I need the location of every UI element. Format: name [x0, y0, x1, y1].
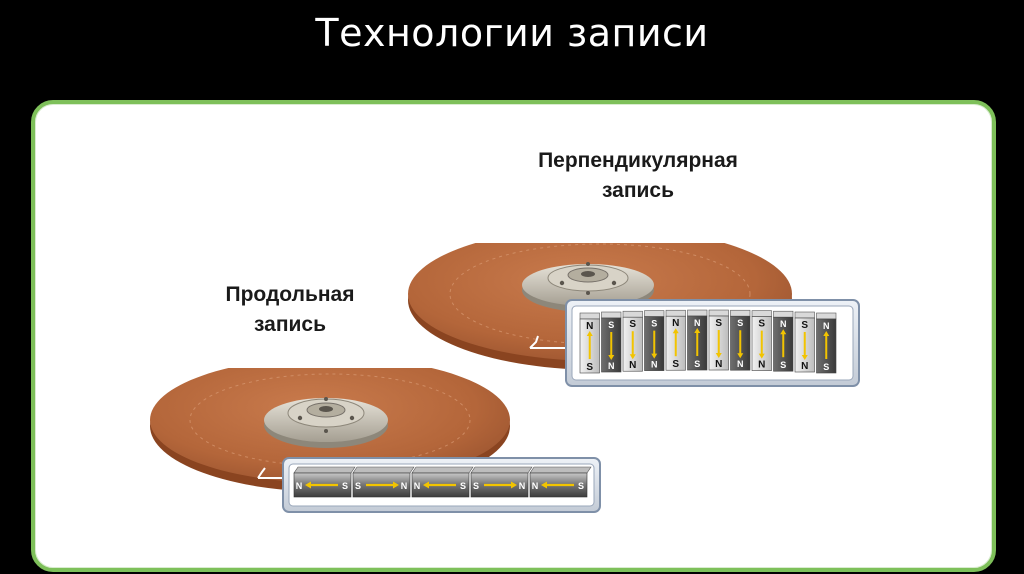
perpendicular-grain: NS: [773, 310, 794, 372]
pole-label: N: [629, 360, 636, 371]
pole-label: S: [801, 320, 808, 331]
pole-label: S: [608, 320, 614, 330]
slide-title: Технологии записи: [315, 11, 709, 55]
pole-label: S: [473, 481, 479, 491]
pole-label: S: [651, 319, 657, 329]
perpendicular-grain: SN: [708, 309, 729, 371]
perpendicular-grain: SN: [730, 309, 751, 371]
pole-label: N: [737, 359, 744, 369]
label-perpendicular-line-2: запись: [601, 179, 675, 202]
label-perpendicular-recording: Перпендикулярная запись: [503, 146, 773, 206]
pole-label: N: [823, 321, 830, 331]
pole-label: S: [672, 359, 679, 370]
pole-label: N: [401, 481, 408, 491]
pole-label: N: [715, 359, 722, 370]
longitudinal-spindle-hub: [264, 397, 388, 448]
perpendicular-grain: SN: [622, 310, 643, 372]
pole-label: S: [715, 318, 722, 329]
pole-label: N: [608, 361, 615, 371]
label-longitudinal-line-1: Продольная: [225, 283, 355, 306]
magnetization-arrowhead: [511, 481, 517, 489]
label-longitudinal-line-2: запись: [253, 313, 327, 336]
label-longitudinal-recording: Продольная запись: [196, 280, 384, 340]
pole-label: N: [672, 318, 679, 329]
pole-label: S: [355, 481, 361, 491]
label-perpendicular-line-1: Перпендикулярная: [538, 149, 738, 172]
magnetization-arrowhead: [823, 331, 830, 336]
magnetization-arrowhead: [780, 329, 787, 335]
perpendicular-grain: NS: [579, 312, 600, 374]
pole-label: N: [532, 481, 539, 491]
magnetization-arrowhead: [393, 481, 399, 489]
perpendicular-grain: SN: [601, 311, 622, 373]
pole-label: N: [586, 321, 593, 332]
pole-label: N: [758, 360, 765, 371]
perpendicular-grain: SN: [644, 310, 665, 371]
pole-label: S: [586, 362, 593, 373]
pole-label: S: [780, 360, 786, 370]
pole-label: S: [737, 318, 743, 328]
pole-label: N: [519, 481, 526, 491]
magnetization-arrowhead: [737, 353, 744, 359]
pole-label: S: [578, 481, 584, 491]
magnetization-arrowhead: [608, 355, 615, 361]
perpendicular-grain: SN: [751, 310, 772, 371]
pole-label: N: [296, 481, 303, 491]
pole-label: N: [801, 361, 808, 372]
pole-label: S: [823, 362, 829, 372]
perpendicular-grain: NS: [816, 312, 837, 374]
magnetization-arrowhead: [586, 331, 593, 336]
magnetization-arrowhead: [423, 481, 429, 489]
perpendicular-grain: NS: [687, 309, 708, 371]
magnetization-arrowhead: [651, 353, 658, 359]
longitudinal-callout-line: [257, 467, 284, 479]
magnetization-arrowhead: [541, 481, 547, 489]
pole-label: S: [629, 319, 636, 330]
pole-label: S: [694, 359, 700, 369]
magnetization-arrowhead: [715, 353, 722, 359]
magnetization-arrowhead: [694, 328, 701, 334]
pole-label: N: [651, 360, 658, 370]
magnetization-arrowhead: [801, 355, 808, 361]
magnetization-arrowhead: [672, 328, 679, 334]
magnetization-arrowhead: [629, 354, 636, 360]
perpendicular-grain: SN: [794, 311, 815, 373]
pole-label: N: [694, 318, 701, 328]
magnetization-arrowhead: [758, 353, 765, 359]
magnetization-arrowhead: [305, 481, 311, 489]
pole-label: N: [780, 319, 787, 329]
pole-label: S: [460, 481, 466, 491]
pole-label: S: [758, 319, 765, 330]
pole-label: S: [342, 481, 348, 491]
perpendicular-callout-line: [529, 335, 566, 349]
perpendicular-grain: NS: [665, 309, 686, 371]
pole-label: N: [414, 481, 421, 491]
